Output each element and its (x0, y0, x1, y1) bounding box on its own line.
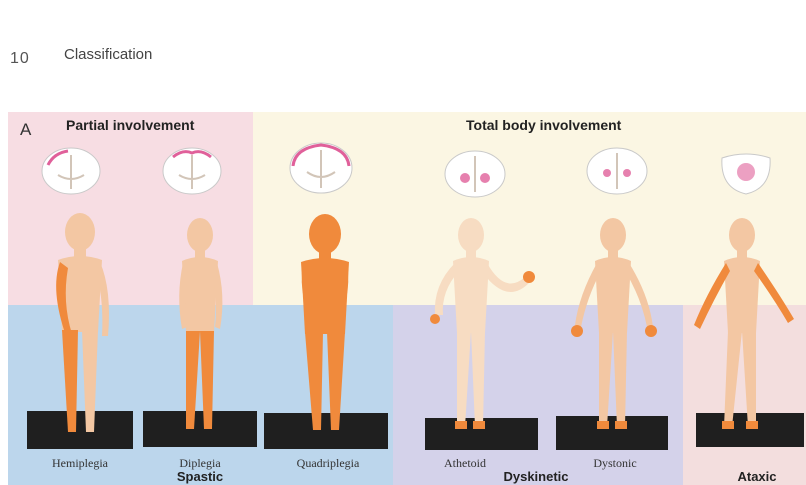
brain-coronal-quadriplegia-icon (287, 140, 355, 196)
figure-diplegia (150, 215, 250, 445)
caption-quadriplegia: Quadriplegia (268, 456, 388, 471)
figure-quadriplegia (275, 210, 375, 440)
chapter-title: Classification (64, 46, 152, 63)
header-partial-involvement: Partial involvement (66, 117, 194, 133)
brain-coronal-athetoid-icon (443, 148, 507, 200)
cerebellum-ataxic-icon (718, 150, 774, 196)
caption-hemiplegia: Hemiplegia (20, 456, 140, 471)
header-total-body-involvement: Total body involvement (466, 117, 621, 133)
brain-coronal-dystonic-icon (585, 145, 649, 197)
group-label-spastic: Spastic (130, 469, 270, 484)
brain-coronal-diplegia-icon (161, 145, 223, 197)
figure-athetoid (425, 215, 545, 445)
group-label-ataxic: Ataxic (687, 469, 806, 484)
group-label-dyskinetic: Dyskinetic (466, 469, 606, 484)
page-number: 10 (10, 50, 30, 68)
panel-label: A (20, 120, 31, 140)
figure-dystonic (565, 215, 665, 445)
figure-hemiplegia (30, 210, 130, 440)
brain-coronal-hemiplegia-icon (40, 145, 102, 197)
figure-ataxic (690, 215, 800, 445)
